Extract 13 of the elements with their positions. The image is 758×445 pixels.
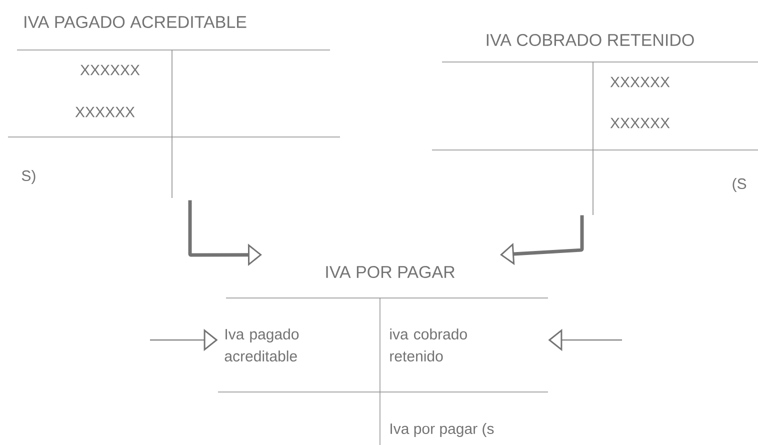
cell-text: iva cobrado retenido (390, 328, 467, 362)
block-arrow (500, 215, 584, 266)
entry-text: XXXXXX (80, 64, 140, 76)
balance-text: S) (22, 170, 36, 184)
entry-text: XXXXXX (610, 76, 670, 88)
cell-text: Iva pagado acreditable (224, 328, 299, 362)
balance-text: (S (732, 178, 746, 192)
account-heading: IVA PAGADO ACREDITABLE (24, 16, 246, 28)
entry-text: XXXXXX (75, 106, 135, 118)
account-heading: IVA POR PAGAR (326, 266, 455, 278)
entry-text: XXXXXX (610, 118, 670, 128)
account-heading: IVA COBRADO RETENIDO (486, 34, 694, 46)
cell-text: Iva por pagar (s (390, 423, 494, 437)
